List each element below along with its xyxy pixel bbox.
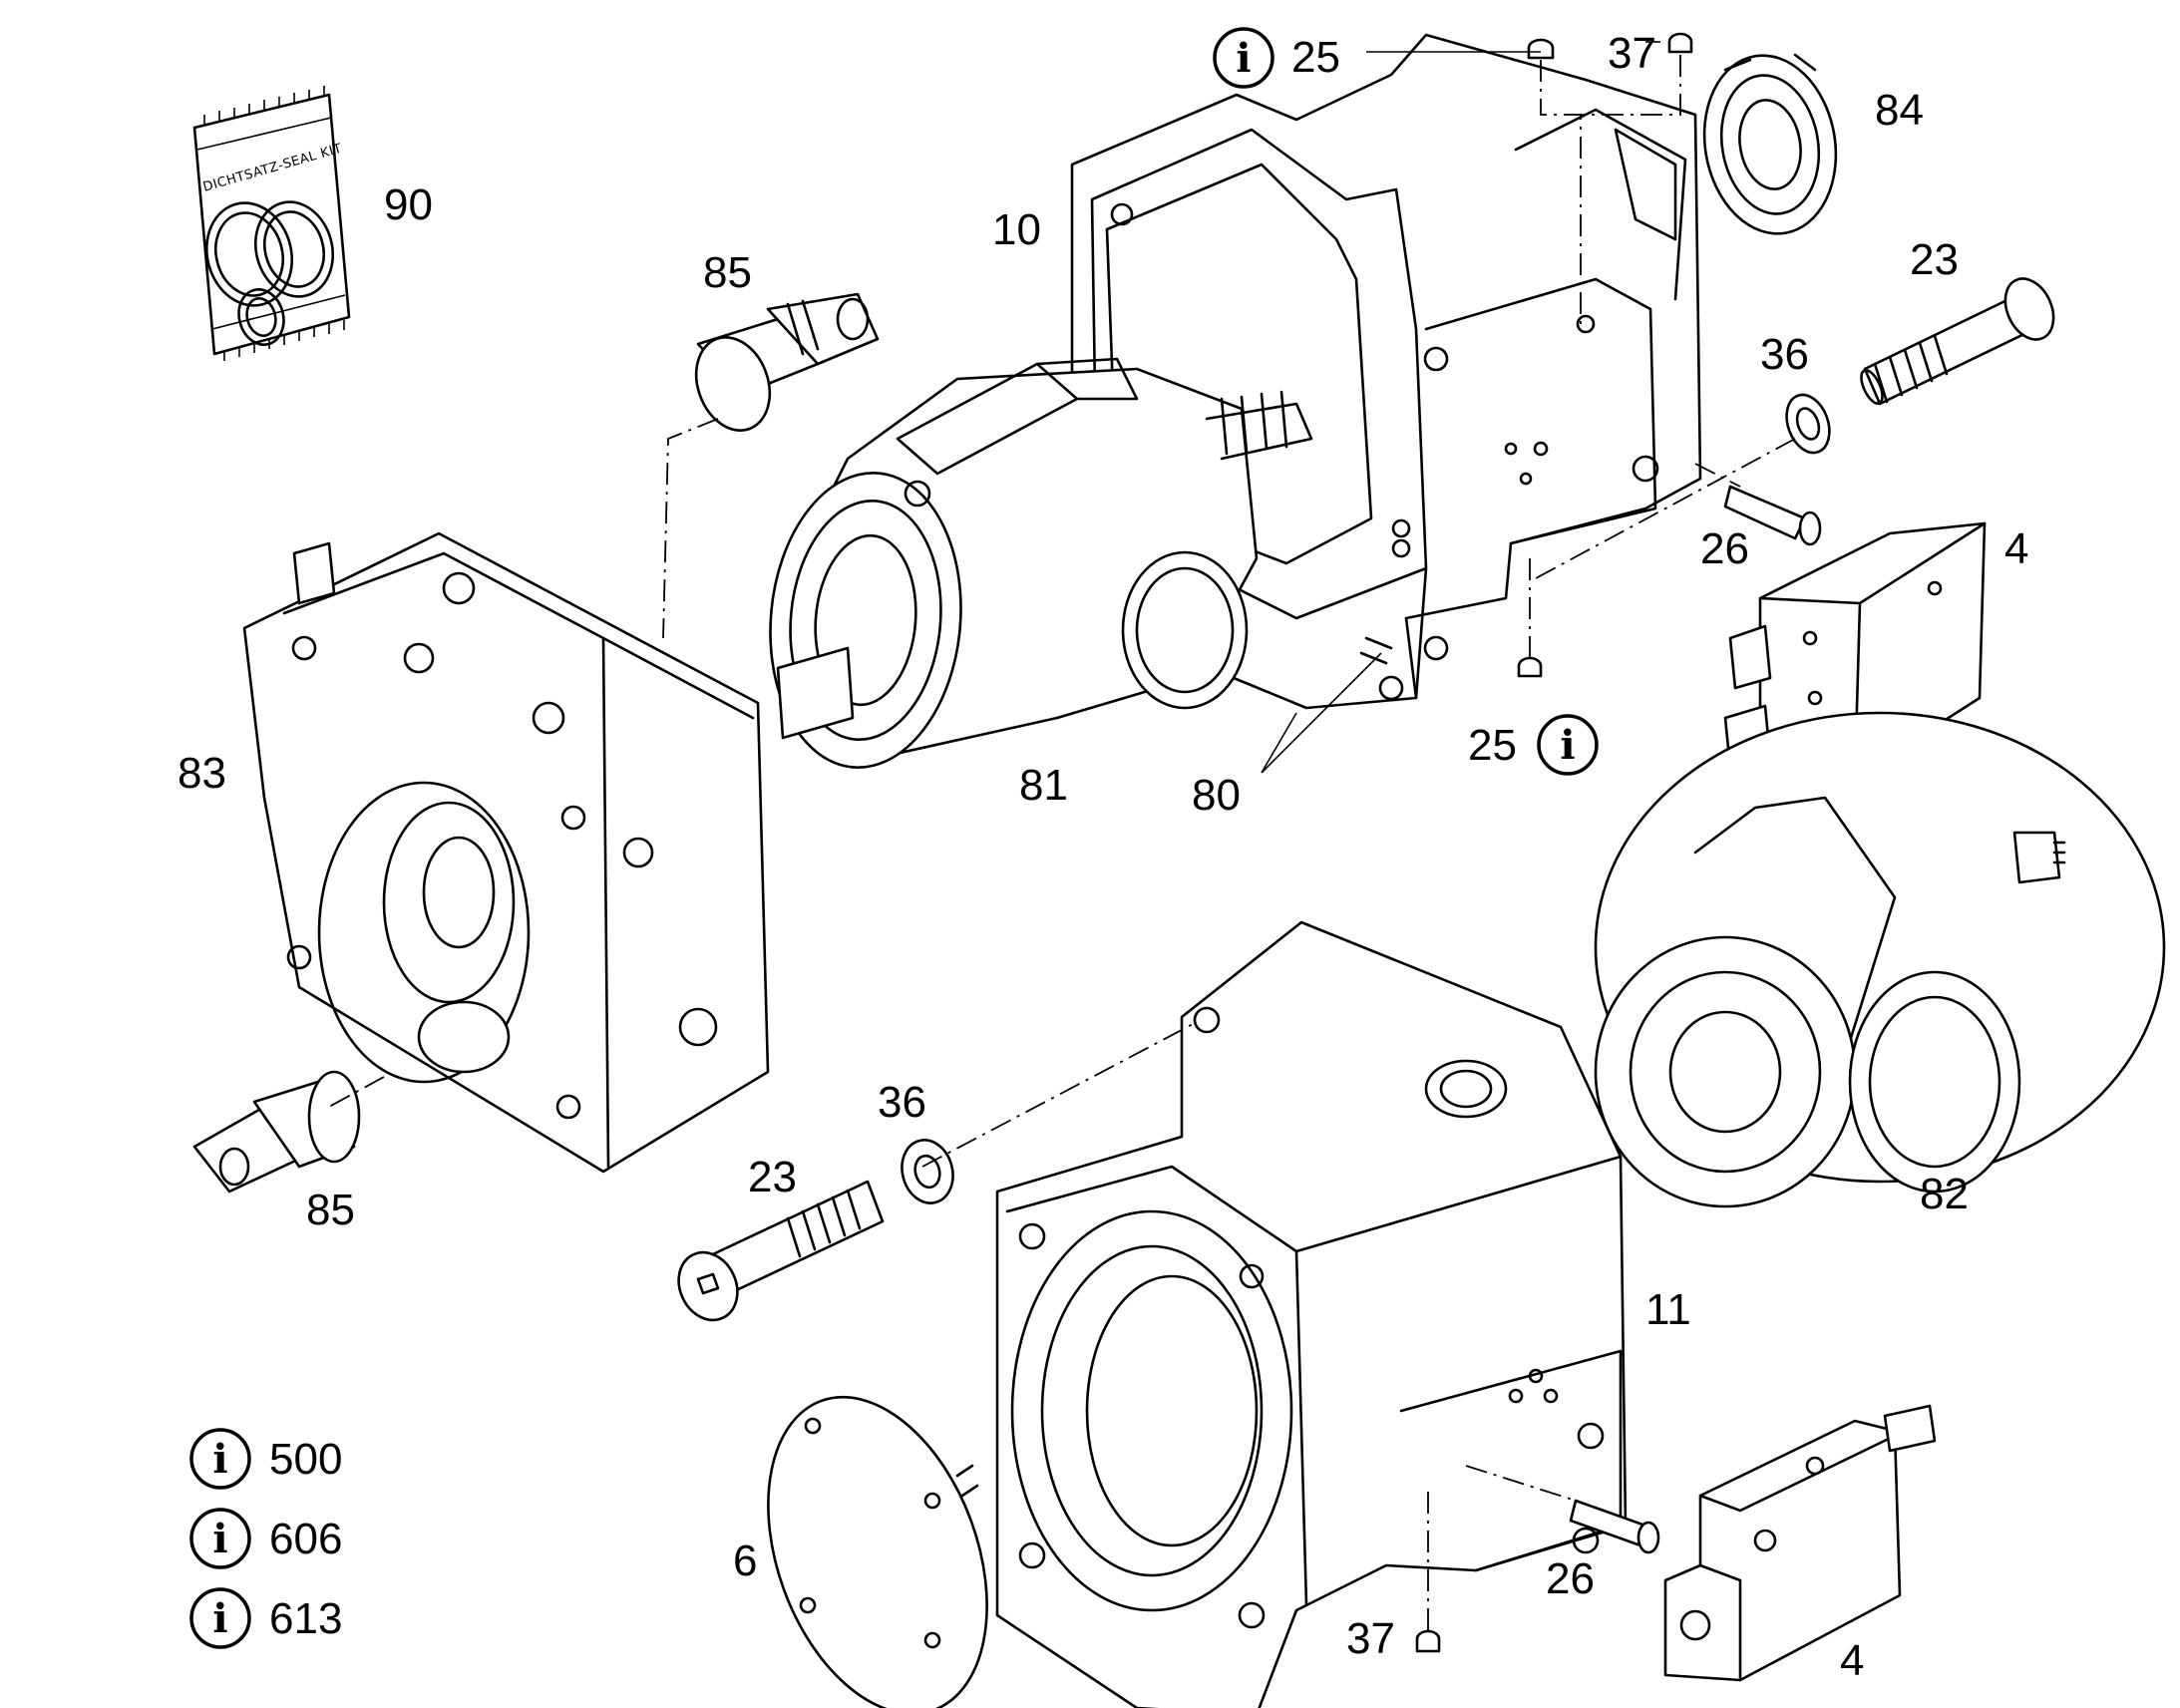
label-4-bottom: 4 — [1840, 1636, 1864, 1685]
port-plate-83 — [242, 531, 770, 1174]
plug-screws — [1415, 32, 1693, 1653]
valve-block-4-bottom — [1663, 1404, 1937, 1682]
info-note-number: 613 — [269, 1594, 342, 1643]
check-valve-26-bottom — [1569, 1499, 1660, 1554]
info-note-606: i 606 — [189, 1508, 342, 1569]
info-note-number: 500 — [269, 1435, 342, 1484]
label-25-top: 25 — [1291, 33, 1340, 82]
washer-36-top — [1785, 393, 1831, 455]
seal-kit-bag: DICHTSATZ-SEAL KIT — [192, 86, 351, 361]
assembly-dash-lines — [328, 41, 1796, 1630]
rotary-group-82 — [1594, 711, 2166, 1208]
plunger-85-bottom — [192, 1070, 361, 1194]
plunger-85-top — [694, 292, 880, 432]
info-note-500: i 500 — [189, 1428, 342, 1490]
shaft-seal-84 — [1702, 53, 1838, 235]
svg-text:i: i — [1560, 722, 1575, 769]
label-23-top: 23 — [1910, 235, 1959, 284]
svg-text:i: i — [212, 1436, 227, 1483]
cover-plate-6 — [767, 1395, 988, 1708]
label-4-top: 4 — [2004, 524, 2028, 573]
label-6: 6 — [733, 1537, 757, 1585]
bolt-23-bottom — [677, 1180, 885, 1322]
rotary-group-81 — [769, 357, 1313, 769]
dowel-pins-80 — [1261, 636, 1393, 774]
svg-text:i: i — [212, 1516, 227, 1562]
label-82: 82 — [1920, 1170, 1969, 1218]
svg-text:i: i — [1236, 35, 1251, 82]
check-valve-26-top — [1723, 485, 1822, 546]
label-36-bottom: 36 — [878, 1078, 926, 1127]
info-icon-mid: i — [1537, 714, 1599, 776]
label-84: 84 — [1875, 86, 1924, 135]
label-37-top: 37 — [1608, 29, 1656, 78]
label-83: 83 — [178, 749, 226, 798]
info-note-613: i 613 — [189, 1587, 342, 1649]
info-icon — [189, 1587, 251, 1649]
label-37-bottom: 37 — [1346, 1614, 1395, 1663]
info-icon — [189, 1508, 251, 1569]
label-90: 90 — [384, 180, 433, 229]
label-26-top: 26 — [1700, 524, 1749, 573]
bolt-23-top — [1860, 277, 2055, 406]
info-icon — [189, 1428, 251, 1490]
label-81: 81 — [1019, 761, 1068, 810]
housing-11 — [995, 920, 1628, 1708]
label-23-bottom: 23 — [748, 1153, 797, 1201]
part-labels: 90 85 10 25 37 84 23 36 26 4 83 81 80 25… — [178, 29, 2028, 1685]
label-25-mid: 25 — [1468, 721, 1517, 770]
label-85-top: 85 — [703, 248, 752, 297]
info-note-number: 606 — [269, 1515, 342, 1563]
label-11: 11 — [1645, 1285, 1691, 1334]
label-36-top: 36 — [1760, 330, 1809, 379]
svg-text:i: i — [212, 1595, 227, 1642]
washer-36-bottom — [901, 1139, 954, 1204]
label-10: 10 — [992, 205, 1041, 254]
label-26-bottom: 26 — [1546, 1554, 1595, 1603]
info-icon-top: i — [1213, 27, 1274, 89]
label-80: 80 — [1192, 771, 1241, 820]
label-85-bottom: 85 — [306, 1186, 355, 1234]
valve-block-4-top — [1723, 521, 1987, 780]
